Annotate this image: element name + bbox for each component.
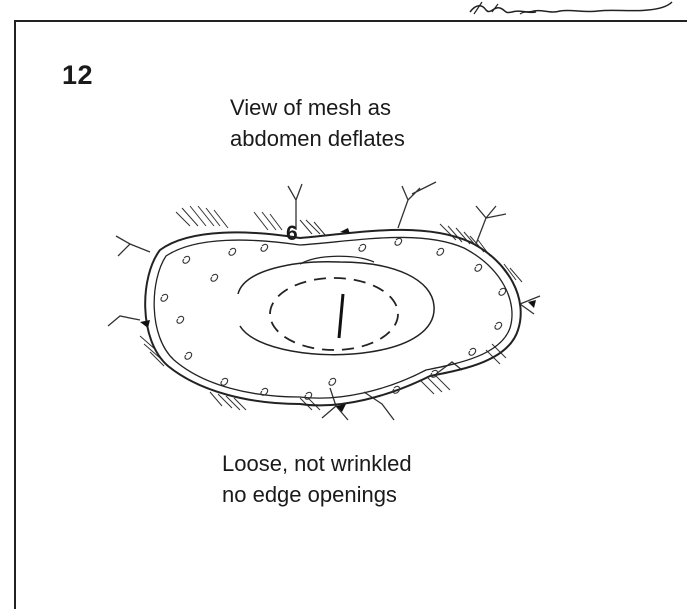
incision-line	[339, 294, 343, 338]
vessel-branches	[108, 182, 540, 420]
caption-bottom-line-1: Loose, not wrinkled	[222, 448, 512, 479]
outer-contour-line	[238, 262, 434, 355]
caption-bottom-line-2: no edge openings	[222, 479, 512, 510]
callout-label: 6	[286, 222, 298, 246]
caption-bottom: Loose, not wrinkled no edge openings	[222, 448, 512, 510]
inner-dashed-contour	[270, 278, 398, 350]
